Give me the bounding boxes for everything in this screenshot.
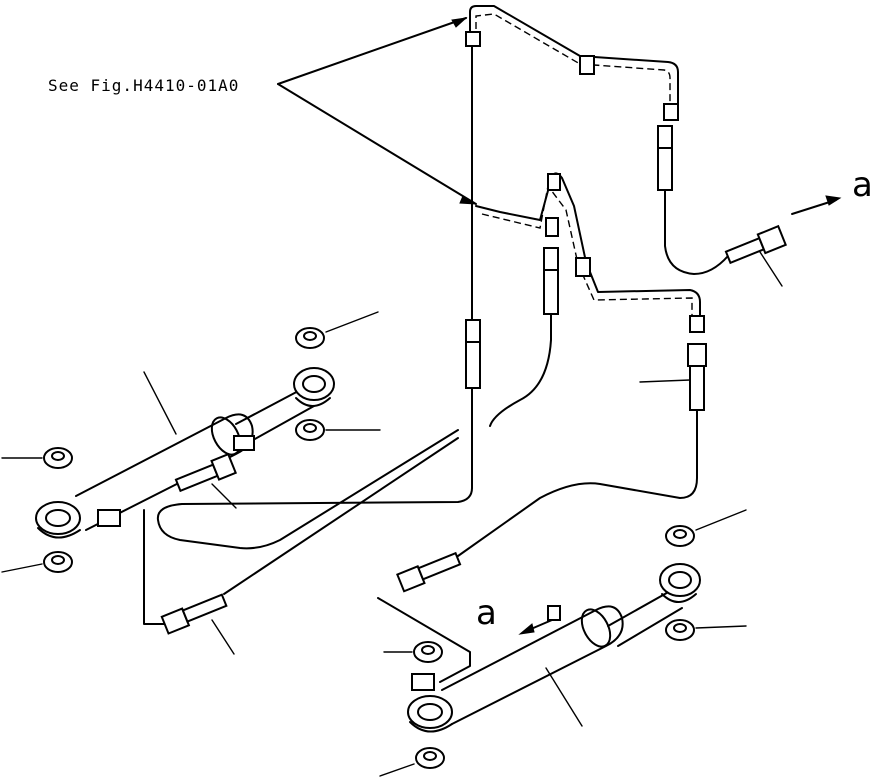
- hose-end-nut: [756, 224, 788, 255]
- tube-fitting-top-left: [465, 31, 481, 47]
- hose-lower-left: [143, 437, 459, 655]
- connection-marker-a-top: a: [852, 165, 873, 205]
- washer: [43, 447, 73, 469]
- washer: [295, 327, 325, 349]
- tube-fitting-top-right: [663, 103, 679, 121]
- hose-fitting-nut: [687, 343, 707, 367]
- hydraulic-cylinder-right: [407, 563, 701, 733]
- connection-marker-a-middle: a: [476, 593, 497, 633]
- hose-fitting-body: [417, 551, 462, 581]
- tube-fitting-middle-right: [689, 315, 705, 333]
- hose-lower-right-fitting: [377, 551, 471, 683]
- hose-fitting-body: [181, 593, 228, 623]
- washer: [665, 619, 695, 641]
- rod-eye: [659, 563, 701, 597]
- bottom-eye: [407, 695, 453, 729]
- cylinder-port-rod: [233, 435, 255, 451]
- hose-right-top: [657, 125, 842, 287]
- tube-fitting-middle-left: [545, 217, 559, 237]
- hose-left-vertical: [156, 45, 481, 550]
- tube-clamp-middle: [575, 257, 591, 277]
- cylinder-port-bottom: [97, 509, 121, 527]
- tube-elbow-fitting: [547, 173, 561, 191]
- cylinder-port-bottom: [411, 673, 435, 691]
- hose-fitting-nut: [543, 247, 559, 271]
- hose-end-fitting: [724, 236, 766, 265]
- port-fitting-nut: [210, 452, 238, 481]
- hydraulic-cylinder-left: [35, 367, 335, 539]
- port-fitting-body: [174, 463, 219, 493]
- tube-clamp-top: [579, 55, 595, 75]
- hose-fitting-nut: [465, 319, 481, 343]
- washers-left: [1, 311, 381, 573]
- washers-right: [379, 509, 747, 777]
- bottom-eye: [35, 501, 81, 535]
- steel-tube-middle: [475, 172, 705, 333]
- cylinder-port-rod: [547, 605, 561, 621]
- reference-figure-note: See Fig.H4410-01A0: [48, 76, 240, 95]
- reference-leader-lines: [277, 17, 477, 205]
- washer: [665, 525, 695, 547]
- steel-tube-top: [465, 5, 679, 121]
- washer: [413, 641, 443, 663]
- hose-right-lower: [457, 343, 707, 557]
- hose-fitting-body: [543, 269, 559, 315]
- washer: [43, 551, 73, 573]
- washer: [415, 747, 445, 769]
- hose-fitting-nut: [657, 125, 673, 149]
- hose-fitting-body: [657, 147, 673, 191]
- rod-eye: [293, 367, 335, 401]
- washer: [295, 419, 325, 441]
- hose-fitting-body: [465, 341, 481, 389]
- hose-middle: [489, 247, 559, 427]
- hose-fitting-body: [689, 365, 705, 411]
